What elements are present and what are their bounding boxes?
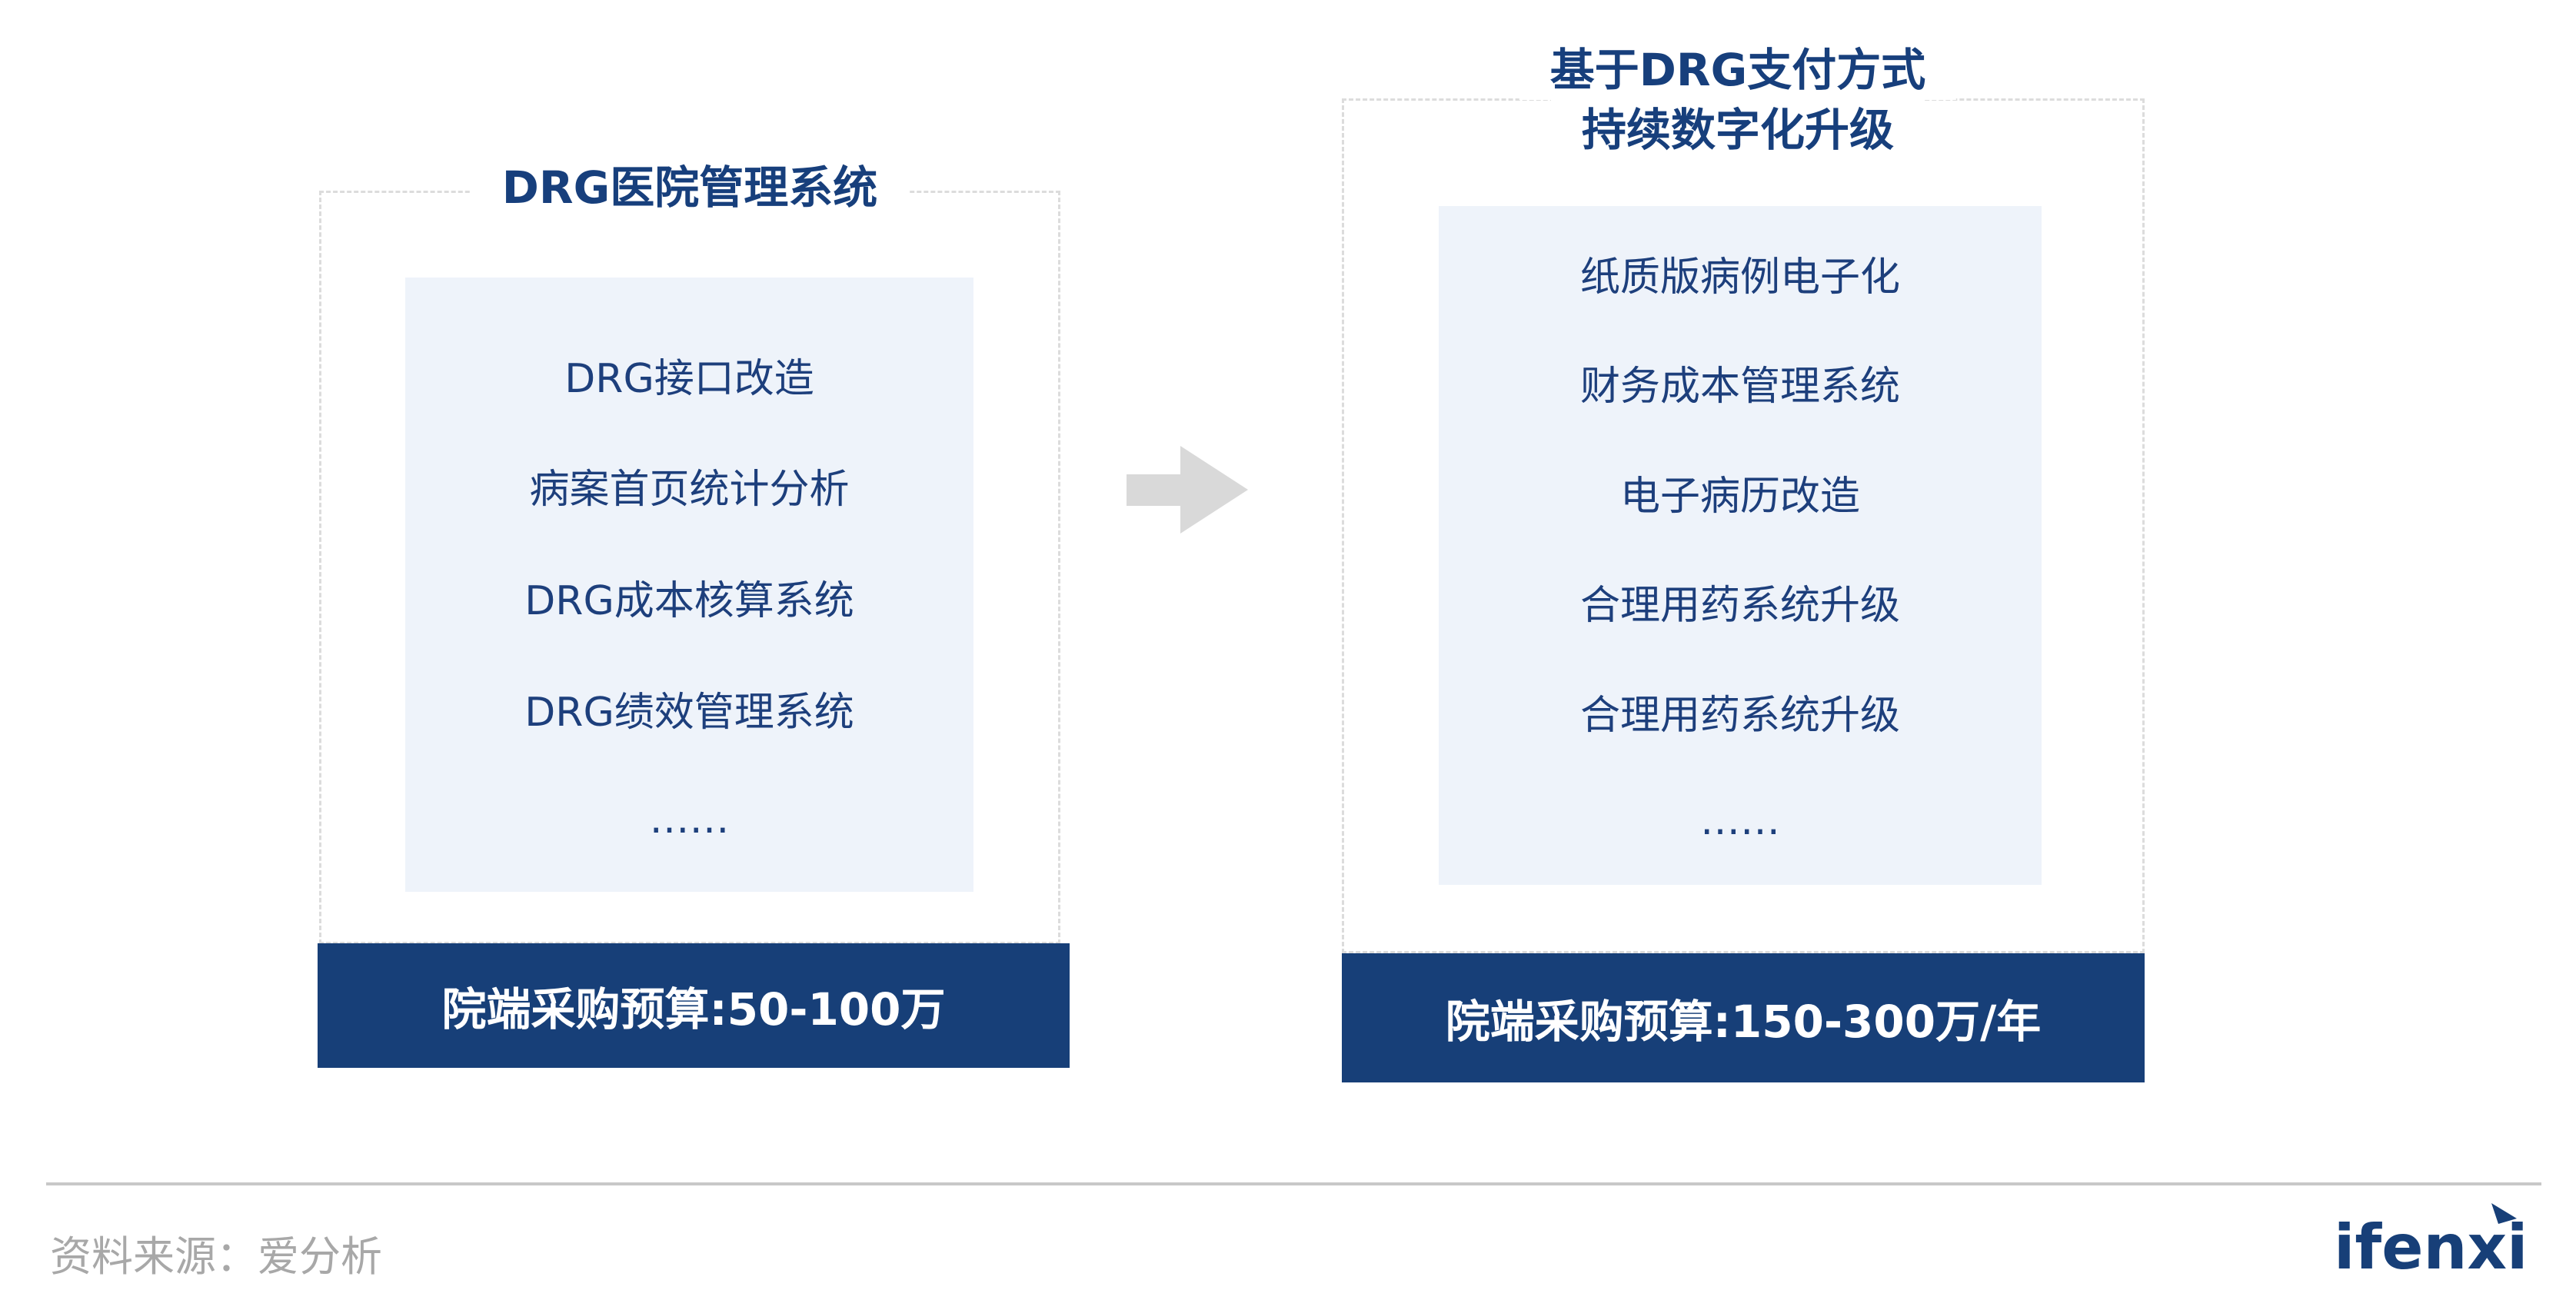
svg-text:ifenxi: ifenxi xyxy=(2334,1212,2526,1276)
right-item-ellipsis: …… xyxy=(1700,798,1780,844)
ifenxi-logo: ifenxi xyxy=(2334,1203,2526,1276)
source-text: 资料来源：爱分析 xyxy=(50,1232,382,1281)
left-panel: DRG接口改造 病案首页统计分析 DRG成本核算系统 DRG绩效管理系统 …… xyxy=(405,278,973,892)
left-budget-bar: 院端采购预算:50-100万 xyxy=(318,943,1070,1068)
left-item: DRG绩效管理系统 xyxy=(524,690,854,736)
left-item-ellipsis: …… xyxy=(649,796,730,843)
right-item: 财务成本管理系统 xyxy=(1579,364,1900,410)
left-item: DRG接口改造 xyxy=(564,356,814,402)
left-title: DRG医院管理系统 xyxy=(471,158,909,218)
right-panel: 纸质版病例电子化 财务成本管理系统 电子病历改造 合理用药系统升级 合理用药系统… xyxy=(1439,206,2042,885)
footer-divider xyxy=(46,1182,2541,1185)
right-title-line1: 基于DRG支付方式 xyxy=(1519,40,1957,100)
right-item: 纸质版病例电子化 xyxy=(1579,254,1900,301)
left-item: 病案首页统计分析 xyxy=(529,467,850,513)
right-item: 电子病历改造 xyxy=(1619,474,1860,520)
right-item: 合理用药系统升级 xyxy=(1579,693,1900,739)
right-budget-bar: 院端采购预算:150-300万/年 xyxy=(1342,953,2145,1082)
left-item: DRG成本核算系统 xyxy=(524,578,854,624)
right-item: 合理用药系统升级 xyxy=(1579,583,1900,629)
arrow-right-icon xyxy=(1127,446,1248,534)
right-title-line2: 持续数字化升级 xyxy=(1550,100,1925,160)
